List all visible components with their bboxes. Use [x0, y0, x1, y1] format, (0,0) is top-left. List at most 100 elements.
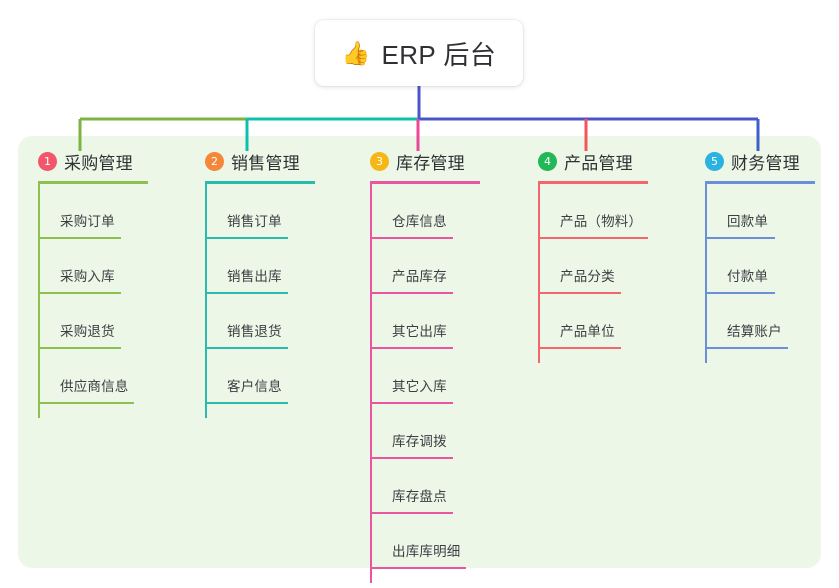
leaf-node[interactable]: 库存调拨	[370, 404, 480, 459]
leaf-rule	[370, 237, 453, 239]
leaf-rule	[705, 292, 775, 294]
leaf-rule	[370, 457, 453, 459]
leaf-label: 库存盘点	[392, 489, 447, 504]
branch-title-purchasing: 采购管理	[64, 153, 133, 173]
leaf-label: 采购入库	[60, 269, 115, 284]
branch-trunk-product	[538, 184, 540, 363]
leaf-rule	[538, 292, 621, 294]
branch-header-sales[interactable]: 2 销售管理	[205, 148, 315, 174]
leaf-label: 产品（物料）	[560, 214, 643, 229]
leaf-rule	[370, 402, 453, 404]
leaf-rule	[370, 292, 453, 294]
leaf-label: 其它入库	[392, 379, 447, 394]
branch-header-rule-purchasing	[38, 181, 148, 184]
leaf-node[interactable]: 采购退货	[38, 294, 148, 349]
branch-number-badge-product: 4	[538, 151, 557, 171]
leaf-node[interactable]: 库存盘点	[370, 459, 480, 514]
branch-trunk-purchasing	[38, 184, 40, 418]
branch-header-rule-sales	[205, 181, 315, 184]
leaf-node[interactable]: 回款单	[705, 184, 815, 239]
leaf-node[interactable]: 采购入库	[38, 239, 148, 294]
leaf-label: 产品库存	[392, 269, 447, 284]
leaf-node[interactable]: 销售退货	[205, 294, 315, 349]
branch-trunk-sales	[205, 184, 207, 418]
leaf-node[interactable]: 结算账户	[705, 294, 815, 349]
leaf-label: 采购退货	[60, 324, 115, 339]
leaf-label: 产品分类	[560, 269, 615, 284]
branch-items-sales: 销售订单销售出库销售退货客户信息	[205, 184, 315, 418]
leaf-node[interactable]: 销售订单	[205, 184, 315, 239]
leaf-rule	[538, 237, 648, 239]
leaf-node[interactable]: 销售出库	[205, 239, 315, 294]
leaf-label: 销售退货	[227, 324, 282, 339]
leaf-node[interactable]: 付款单	[705, 239, 815, 294]
leaf-label: 销售出库	[227, 269, 282, 284]
branch-column-sales: 2 销售管理销售订单销售出库销售退货客户信息	[205, 148, 315, 418]
leaf-node[interactable]: 产品库存	[370, 239, 480, 294]
leaf-rule	[205, 237, 288, 239]
branch-number-badge-inventory: 3	[370, 151, 389, 171]
leaf-rule	[705, 237, 775, 239]
branch-header-product[interactable]: 4 产品管理	[538, 148, 648, 174]
branch-title-finance: 财务管理	[731, 153, 800, 173]
branch-trunk-inventory	[370, 184, 372, 583]
leaf-rule	[38, 237, 121, 239]
leaf-label: 库存调拨	[392, 434, 447, 449]
leaf-node[interactable]: 采购订单	[38, 184, 148, 239]
branch-trunk-finance	[705, 184, 707, 363]
branch-header-rule-product	[538, 181, 648, 184]
leaf-label: 出库库明细	[392, 544, 461, 559]
branch-header-rule-finance	[705, 181, 815, 184]
leaf-rule	[370, 347, 453, 349]
branch-items-purchasing: 采购订单采购入库采购退货供应商信息	[38, 184, 148, 418]
leaf-label: 仓库信息	[392, 214, 447, 229]
leaf-label: 回款单	[727, 214, 769, 229]
leaf-node[interactable]: 仓库信息	[370, 184, 480, 239]
leaf-rule	[370, 567, 466, 569]
leaf-node[interactable]: 客户信息	[205, 349, 315, 404]
branch-header-purchasing[interactable]: 1 采购管理	[38, 148, 148, 174]
leaf-rule	[38, 347, 121, 349]
leaf-rule	[205, 347, 288, 349]
thumbs-up-icon: 👍	[341, 39, 371, 66]
leaf-label: 结算账户	[727, 324, 782, 339]
branch-title-sales: 销售管理	[231, 153, 300, 173]
leaf-label: 其它出库	[392, 324, 447, 339]
leaf-rule	[705, 347, 788, 349]
branch-number-badge-purchasing: 1	[38, 151, 57, 171]
branch-header-rule-inventory	[370, 181, 480, 184]
leaf-label: 采购订单	[60, 214, 115, 229]
leaf-rule	[205, 292, 288, 294]
leaf-label: 产品单位	[560, 324, 615, 339]
leaf-node[interactable]: 出库库明细	[370, 514, 480, 569]
branch-header-finance[interactable]: 5 财务管理	[705, 148, 815, 174]
leaf-node[interactable]: 产品单位	[538, 294, 648, 349]
leaf-rule	[370, 512, 453, 514]
branch-items-product: 产品（物料） 产品分类产品单位	[538, 184, 648, 363]
leaf-node[interactable]: 其它出库	[370, 294, 480, 349]
leaf-node[interactable]: 产品（物料）	[538, 184, 648, 239]
branch-title-product: 产品管理	[564, 153, 633, 173]
branch-number-badge-finance: 5	[705, 151, 724, 171]
branch-items-inventory: 仓库信息产品库存其它出库其它入库库存调拨库存盘点出库库明细	[370, 184, 480, 583]
root-node-erp-backend[interactable]: 👍 ERP 后台	[315, 20, 523, 86]
leaf-label: 付款单	[727, 269, 769, 284]
leaf-node[interactable]: 供应商信息	[38, 349, 148, 404]
leaf-label: 销售订单	[227, 214, 282, 229]
leaf-label: 客户信息	[227, 379, 282, 394]
branch-column-product: 4 产品管理产品（物料） 产品分类产品单位	[538, 148, 648, 363]
leaf-rule	[38, 292, 121, 294]
branch-items-finance: 回款单付款单结算账户	[705, 184, 815, 363]
root-node-label: ERP 后台	[381, 39, 497, 70]
leaf-rule	[38, 402, 134, 404]
leaf-node[interactable]: 产品分类	[538, 239, 648, 294]
mindmap-background-panel	[18, 136, 821, 568]
branch-column-purchasing: 1 采购管理采购订单采购入库采购退货供应商信息	[38, 148, 148, 418]
branch-number-badge-sales: 2	[205, 151, 224, 171]
leaf-rule	[538, 347, 621, 349]
leaf-node[interactable]: 其它入库	[370, 349, 480, 404]
leaf-rule	[205, 402, 288, 404]
